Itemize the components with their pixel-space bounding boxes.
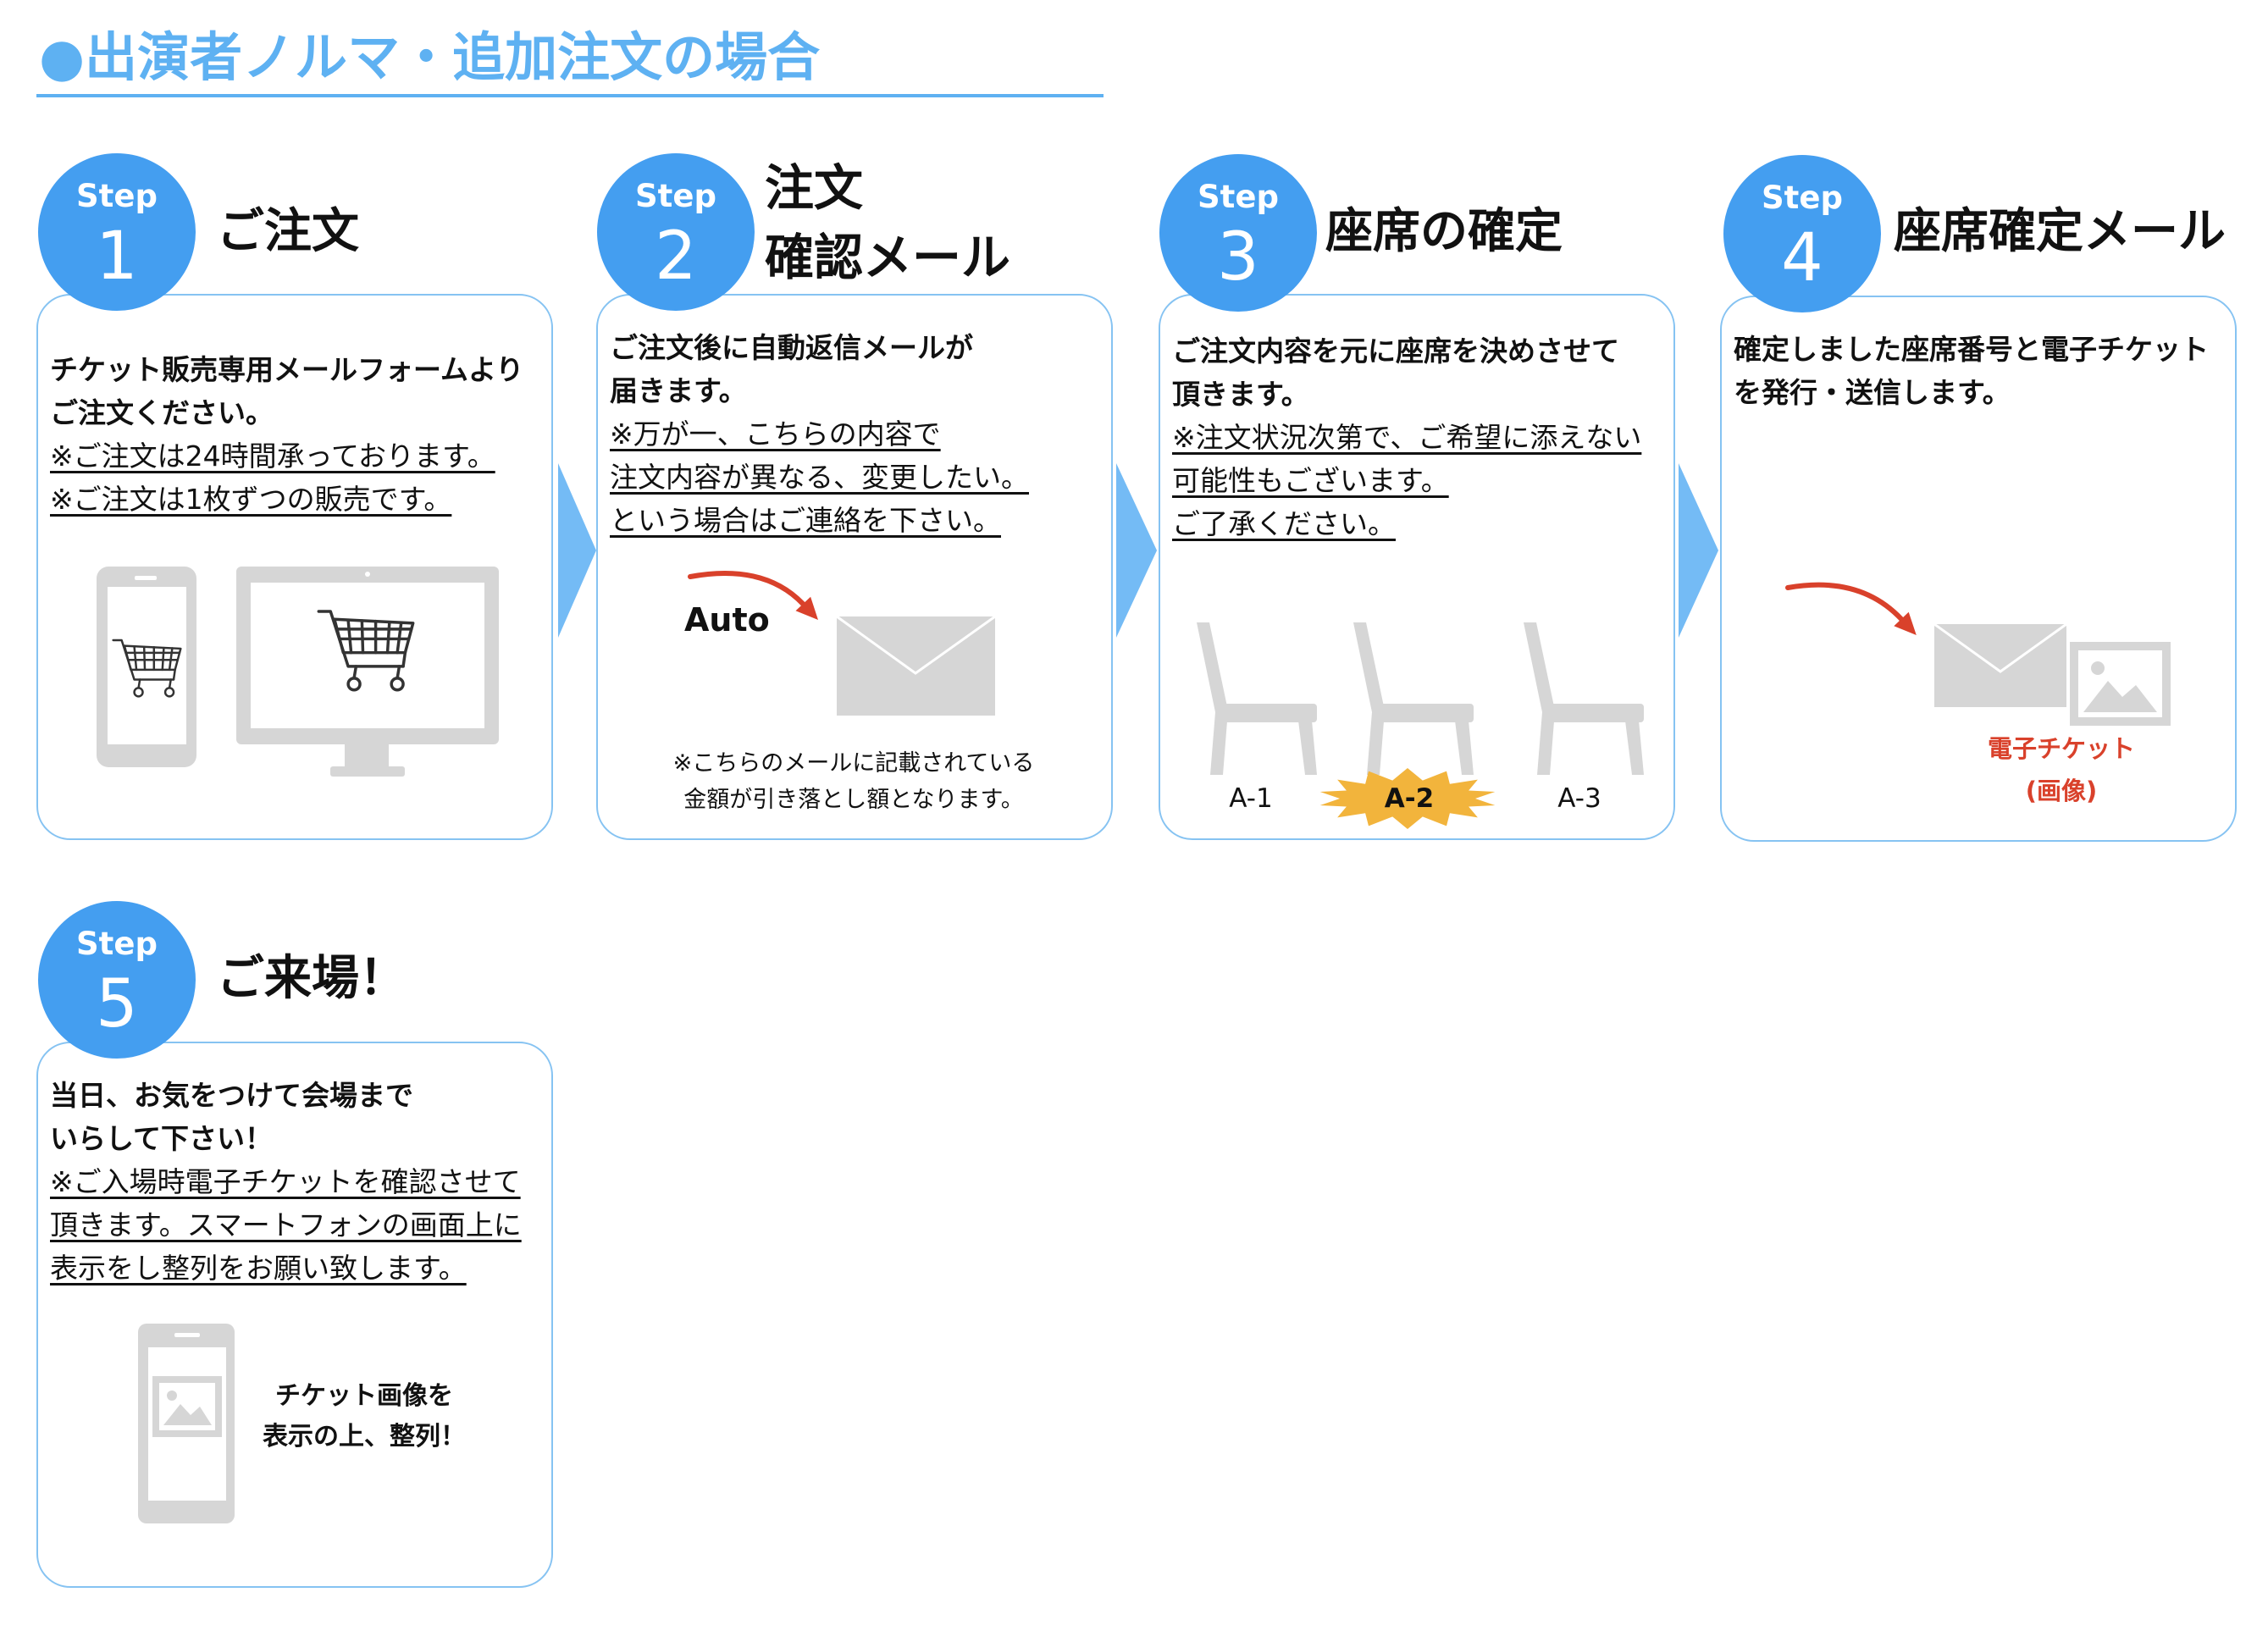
step-title: 注文 確認メール (765, 153, 1010, 292)
ordering-devices-illustration (96, 566, 499, 777)
amount-note-line: 金額が引き落とし額となります。 (683, 787, 1024, 813)
note-line: 表示をし整列をお願い致します。 (50, 1252, 467, 1285)
chair-icon (1523, 622, 1644, 775)
seat-label: A-1 (1229, 783, 1272, 814)
step-card: ご注文内容を元に座席を決めさせて 頂きます。 ※注文状況次第で、ご希望に添えない… (1159, 294, 1675, 840)
step-badge-number: 3 (1217, 219, 1259, 296)
arrow-right-icon (558, 463, 596, 638)
image-icon (152, 1375, 222, 1437)
note-line: ご了承ください。 (1172, 507, 1396, 540)
step-badge: Step 2 (597, 153, 755, 311)
step-arrow-1-to-2 (558, 463, 596, 638)
lead-line: 確定しました座席番号と電子チケット (1734, 333, 2209, 366)
step-badge-number: 1 (96, 218, 138, 295)
show-ticket-caption: 表示の上、整列！ (263, 1422, 466, 1451)
lead-line: ご注文ください。 (50, 396, 274, 429)
e-ticket-caption: (画像) (2025, 777, 2097, 805)
step-badge-label: Step (1198, 179, 1279, 215)
step-card: チケット販売専用メールフォームより ご注文ください。 ※ご注文は24時間承ってお… (36, 294, 553, 840)
note-line: ※ご注文は24時間承っております。 (50, 440, 495, 473)
lead-line: チケット販売専用メールフォームより (50, 353, 524, 386)
step-badge: Step 4 (1723, 155, 1881, 312)
step-description: 当日、お気をつけて会場まで いらして下さい！ ※ご入場時電子チケットを確認させて… (50, 1074, 522, 1290)
step-title-line: 注文 (765, 159, 864, 217)
step-description: ご注文内容を元に座席を決めさせて 頂きます。 ※注文状況次第で、ご希望に添えない… (1172, 329, 1641, 545)
arrow-right-icon (1679, 463, 1718, 638)
envelope-icon (1933, 622, 2067, 707)
step-badge-number: 4 (1781, 220, 1823, 296)
note-line: 可能性もございます。 (1172, 464, 1449, 497)
show-ticket-caption: チケット画像を (275, 1381, 453, 1411)
step-badge-label: Step (635, 178, 716, 214)
note-line: ※注文状況次第で、ご希望に添えない (1172, 421, 1642, 454)
step-title: ご来場！ (217, 951, 407, 1006)
step-badge: Step 3 (1159, 154, 1317, 312)
step-card: 確定しました座席番号と電子チケット を発行・送信します。 (1720, 296, 2237, 842)
image-icon (2069, 641, 2171, 726)
note-line: ※ご入場時電子チケットを確認させて (50, 1165, 521, 1198)
envelope-icon (835, 615, 996, 716)
step-arrow-2-to-3 (1116, 463, 1157, 638)
lead-line: ご注文内容を元に座席を決めさせて (1172, 334, 1619, 368)
step-badge-label: Step (76, 178, 158, 214)
step-arrow-3-to-4 (1679, 463, 1718, 638)
e-ticket-mail-illustration: 電子チケット (画像) (1784, 582, 2171, 805)
note-line: という場合はご連絡を下さい。 (610, 504, 1001, 537)
auto-label: Auto (684, 601, 770, 639)
curved-arrow-icon (687, 570, 818, 620)
e-ticket-caption: 電子チケット (1987, 734, 2134, 763)
step-card: ご注文後に自動返信メールが 届きます。 ※万が一、こちらの内容で 注文内容が異な… (596, 294, 1113, 840)
desktop-monitor-icon (235, 566, 499, 777)
chair-icon (1196, 622, 1317, 775)
step-badge: Step 1 (38, 153, 196, 311)
smartphone-icon (96, 566, 196, 767)
step-badge: Step 5 (38, 901, 196, 1059)
starburst-icon (1319, 767, 1495, 829)
step-title: 座席確定メール (1894, 204, 2226, 259)
title-underline (36, 94, 1104, 97)
note-line: 頂きます。スマートフォンの画面上に (50, 1208, 522, 1241)
lead-line: 頂きます。 (1172, 378, 1309, 411)
step-badge-label: Step (1762, 180, 1843, 216)
lead-line: 当日、お気をつけて会場まで (50, 1079, 413, 1112)
step-description: ご注文後に自動返信メールが 届きます。 ※万が一、こちらの内容で 注文内容が異な… (610, 326, 1029, 542)
lead-line: 届きます。 (610, 374, 747, 407)
step-description: 確定しました座席番号と電子チケット を発行・送信します。 (1734, 328, 2209, 414)
show-ticket-illustration: チケット画像を 表示の上、整列！ (137, 1323, 466, 1523)
seat-label-selected: A-2 (1384, 783, 1433, 814)
page-title: ●出演者ノルマ・追加注文の場合 (39, 26, 821, 88)
curved-arrow-icon (1784, 582, 1917, 635)
step-description: チケット販売専用メールフォームより ご注文ください。 ※ご注文は24時間承ってお… (50, 348, 523, 521)
note-line: 注文内容が異なる、変更したい。 (610, 461, 1029, 494)
seat-selection-illustration: A-1 A-2 A-3 (1196, 622, 1644, 829)
step-badge-number: 2 (655, 218, 697, 295)
lead-line: ご注文後に自動返信メールが (610, 331, 973, 364)
lead-line: を発行・送信します。 (1734, 376, 2011, 409)
amount-note-line: ※こちらのメールに記載されている (672, 750, 1034, 777)
step-card: 当日、お気をつけて会場まで いらして下さい！ ※ご入場時電子チケットを確認させて… (36, 1042, 553, 1588)
note-line: ※万が一、こちらの内容で (610, 417, 941, 451)
step-title: 座席の確定 (1325, 204, 1563, 259)
chair-icon (1353, 622, 1474, 775)
note-line: ※ご注文は1枚ずつの販売です。 (50, 483, 452, 516)
seat-label: A-3 (1557, 783, 1601, 814)
arrow-right-icon (1116, 463, 1157, 638)
lead-line: いらして下さい！ (50, 1122, 274, 1155)
step-badge-label: Step (76, 926, 158, 962)
step-title: ご注文 (217, 204, 359, 259)
step-badge-number: 5 (96, 966, 138, 1042)
auto-reply-illustration: Auto ※こちらのメールに記載されている 金額が引き落とし額となります。 (672, 570, 1034, 813)
step-title-line: 確認メール (765, 229, 1011, 286)
